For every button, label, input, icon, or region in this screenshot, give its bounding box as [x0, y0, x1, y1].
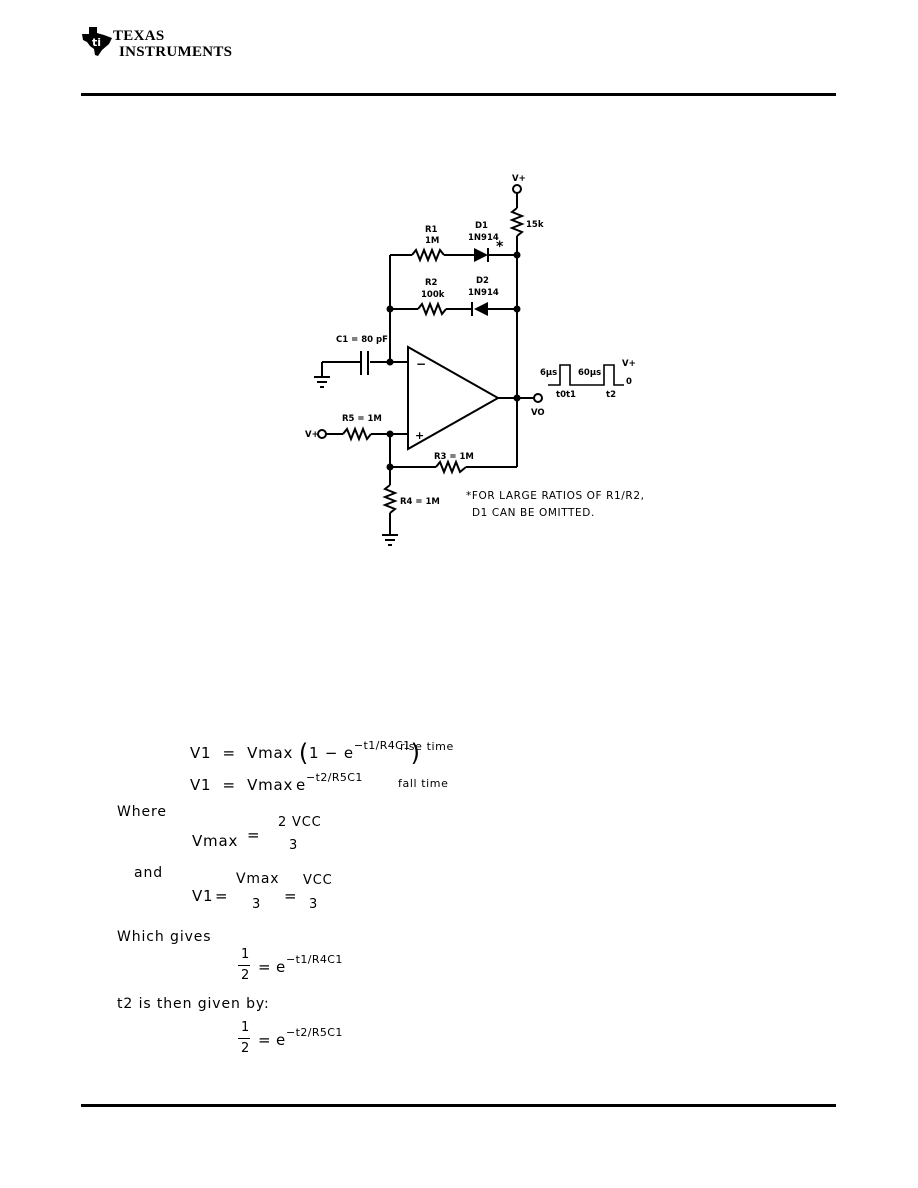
wave-gap-label: 60µs — [578, 368, 601, 378]
d2-part: 1N914 — [468, 288, 499, 298]
r2-name: R2 — [425, 278, 438, 288]
d2-name: D2 — [476, 276, 489, 286]
v1-lhs: V1 — [192, 887, 214, 905]
wave-pulse1-label: 6µs — [540, 368, 557, 378]
wave-t2-label: t2 — [606, 390, 616, 400]
v1-num2: VCC — [303, 873, 333, 888]
half-numerator: 1 — [241, 947, 251, 962]
eq1-lhs: V1 — [190, 744, 212, 762]
header-rule — [81, 93, 836, 96]
noninverting-sign: + — [415, 429, 424, 442]
where-label: Where — [117, 804, 167, 820]
eq1-exponent: −t1/R4C1 — [353, 739, 411, 752]
monostable-schematic: V+ 15k R1 1M D1 1N914 * R2 100k D2 1N914… — [305, 174, 645, 546]
inverting-sign: − — [416, 357, 426, 371]
eq2-exp-group: e−t2/R5C1 — [296, 771, 363, 794]
half2-denominator: 2 — [241, 1041, 251, 1056]
v1-den2: 3 — [309, 897, 319, 912]
input-label: V+ — [305, 430, 319, 440]
wave-low-label: 0 — [626, 377, 632, 387]
eq1-e: e — [343, 744, 354, 762]
eq2-vmax: Vmax — [247, 776, 294, 794]
half2-e: e — [276, 1031, 287, 1049]
r5-label: R5 = 1M — [342, 414, 382, 424]
footnote-line2: D1 CAN BE OMITTED. — [472, 507, 595, 519]
d1-asterisk: * — [496, 239, 504, 255]
d2-diode-symbol — [474, 302, 488, 316]
c1-label: C1 = 80 pF — [336, 335, 388, 345]
supply-top-label: V+ — [512, 174, 526, 184]
half2-exponent: −t2/R5C1 — [286, 1026, 343, 1039]
t2-intro: t2 is then given by: — [117, 996, 270, 1012]
footnote-line1: *FOR LARGE RATIOS OF R1/R2, — [466, 490, 645, 502]
v1-den1: 3 — [252, 897, 262, 912]
footer-rule — [81, 1104, 836, 1107]
t2-text: is then given by: — [138, 996, 270, 1012]
r4-label: R4 = 1M — [400, 497, 440, 507]
eq2-e: e — [296, 776, 307, 794]
ti-texas-logo-icon: ti — [82, 27, 112, 56]
d1-part: 1N914 — [468, 233, 499, 243]
r1-value: 1M — [425, 236, 439, 246]
vmax-lhs: Vmax — [192, 832, 239, 850]
brand-line-1: TEXAS — [113, 28, 165, 44]
eq1-vmax: Vmax — [247, 744, 294, 762]
half-e: e — [276, 958, 287, 976]
wave-high-label: V+ — [622, 359, 636, 369]
svg-text:ti: ti — [92, 36, 101, 49]
half2-numerator: 1 — [241, 1020, 251, 1035]
r3-label: R3 = 1M — [434, 452, 474, 462]
eq1: V1 = Vmax (1 − e−t1/R4C1) — [190, 739, 421, 767]
r1-name: R1 — [425, 225, 438, 235]
eq2-exponent: −t2/R5C1 — [306, 771, 363, 784]
eq2: V1 = Vmax — [190, 776, 294, 794]
half-exp-group: e−t1/R4C1 — [276, 953, 343, 976]
vmax-denominator: 3 — [289, 838, 299, 853]
vmax-numerator: 2 VCC — [278, 815, 322, 830]
output-label: VO — [531, 408, 545, 418]
half-denominator: 2 — [241, 968, 251, 983]
eq1-note: rise time — [400, 740, 454, 753]
r2-value: 100k — [421, 290, 445, 300]
d1-name: D1 — [475, 221, 488, 231]
half-exponent: −t1/R4C1 — [286, 953, 343, 966]
and-label: and — [134, 865, 164, 881]
half2-exp-group: e−t2/R5C1 — [276, 1026, 343, 1049]
t2-symbol: t2 — [117, 996, 134, 1012]
eq2-note: fall time — [398, 777, 449, 790]
eq1-open: 1 − — [308, 744, 339, 762]
pullup-resistor-label: 15k — [526, 220, 544, 230]
v1-num1: Vmax — [236, 871, 280, 887]
eq2-lhs: V1 — [190, 776, 212, 794]
d1-diode-symbol — [474, 248, 488, 262]
brand-line-2: INSTRUMENTS — [119, 44, 233, 60]
wave-t0t1-label: t0t1 — [556, 390, 576, 400]
which-gives-label: Which gives — [117, 929, 212, 945]
